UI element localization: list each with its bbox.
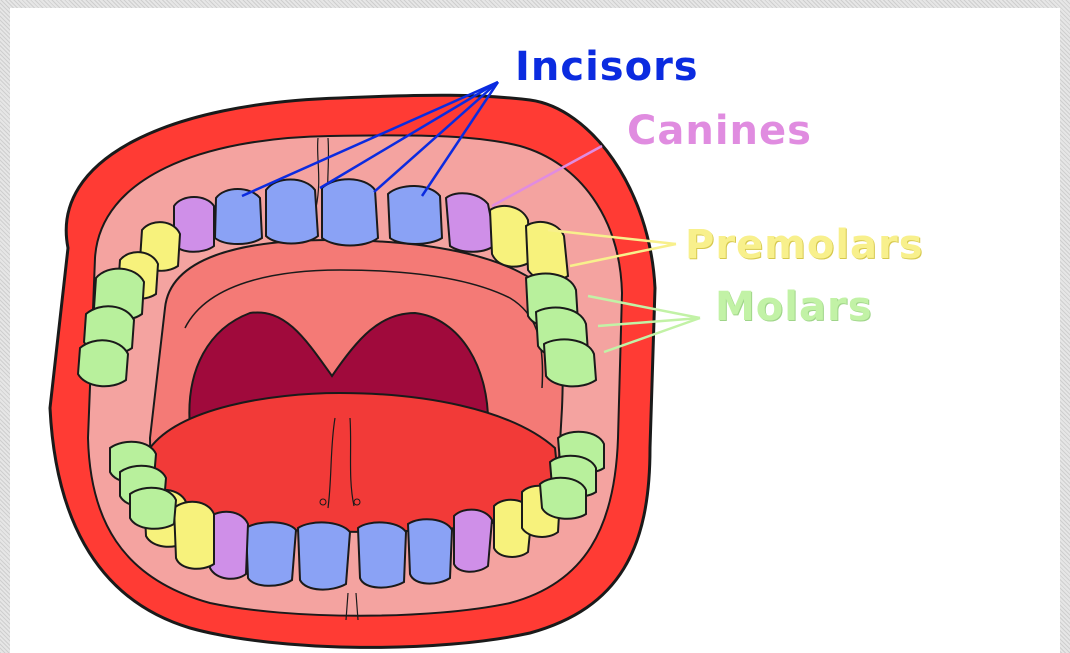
diagram-canvas: Incisors Canines Premolars Molars [10,8,1060,653]
tooth [540,478,586,519]
tooth [544,339,596,386]
tooth [388,186,442,244]
tooth [298,522,350,589]
tooth [454,510,492,572]
tooth [322,179,378,245]
incisors-label: Incisors [515,44,699,90]
tooth [215,189,262,244]
tooth [408,519,452,583]
premolars-label: Premolars [685,222,924,268]
canines-label: Canines [627,108,812,154]
tooth [78,340,128,386]
tooth [246,522,296,586]
tooth [130,488,176,529]
tooth [490,206,530,267]
tooth [358,522,406,587]
tooth [266,180,318,244]
mouth-diagram [10,8,1060,653]
tooth [174,502,214,569]
molars-label: Molars [715,284,873,330]
